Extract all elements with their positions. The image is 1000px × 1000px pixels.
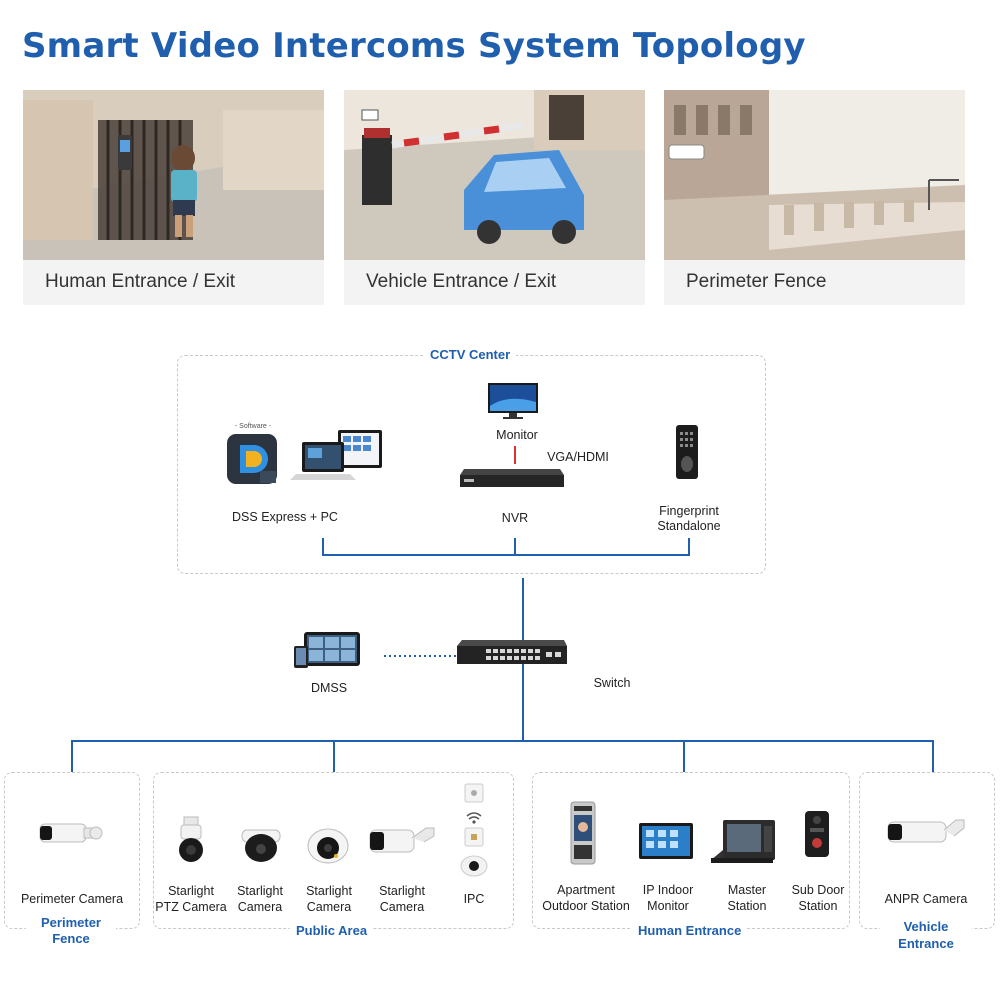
cctv-bus-line: [322, 554, 690, 556]
dome-camera-icon: [241, 829, 281, 862]
vehicle-entrance-title-2: Entrance: [880, 936, 972, 952]
starlight-camera-label-1: Starlight: [306, 884, 352, 898]
perimeter-fence-title-1: Perimeter: [26, 915, 116, 931]
outdoor-station-icon: [570, 801, 596, 865]
starlight-camera-label-2: Camera: [379, 900, 425, 914]
dmss-label: DMSS: [310, 681, 348, 695]
human-drop-line: [683, 740, 685, 772]
page-title: Smart Video Intercoms System Topology: [22, 26, 806, 66]
scene-vehicle-entrance: Vehicle Entrance / Exit: [344, 90, 645, 305]
master-station-label-1: Master: [727, 883, 767, 897]
scene-caption: Vehicle Entrance / Exit: [366, 271, 557, 292]
eyeball-camera-icon: [307, 828, 349, 864]
pc-laptop-icon: [290, 430, 382, 480]
scene-caption: Perimeter Fence: [686, 271, 827, 292]
fingerprint-label-2: Standalone: [657, 519, 721, 533]
perimeter-fence-box: [4, 772, 140, 929]
cctv-center-title: CCTV Center: [424, 347, 517, 363]
perimeter-camera-label: Perimeter Camera: [20, 892, 124, 906]
ptz-camera-icon: [179, 816, 203, 862]
perimeter-drop-line: [71, 740, 73, 772]
perimeter-fence-illustration: [664, 90, 965, 260]
starlight-camera-label-2: Camera: [237, 900, 283, 914]
human-entrance-illustration: [23, 90, 324, 260]
scene-human-entrance: Human Entrance / Exit: [23, 90, 324, 305]
sub-door-station-label-2: Station: [798, 899, 838, 913]
starlight-camera-label-1: Starlight: [237, 884, 283, 898]
ipc-cameras-icon: [460, 783, 488, 877]
dss-pc-label: DSS Express + PC: [232, 510, 338, 524]
outdoor-station-label-1: Apartment: [557, 883, 615, 897]
vehicle-entrance-box: [859, 772, 995, 929]
dss-drop-line: [322, 538, 324, 556]
monitor-icon: [488, 383, 538, 419]
indoor-monitor-icon: [639, 823, 693, 859]
outdoor-station-label-2: Outdoor Station: [542, 899, 630, 913]
dmss-devices-icon: [294, 632, 360, 668]
ipc-label: IPC: [463, 892, 485, 906]
starlight-camera-label-1: Starlight: [379, 884, 425, 898]
public-area-title: Public Area: [290, 923, 374, 939]
master-station-icon: [711, 820, 775, 863]
master-station-label-2: Station: [727, 899, 767, 913]
fingerprint-device-icon: [676, 425, 698, 479]
ptz-label-1: Starlight: [168, 884, 214, 898]
switch-icon: [457, 640, 567, 664]
indoor-monitor-label-2: Monitor: [647, 899, 689, 913]
starlight-camera-label-2: Camera: [306, 900, 352, 914]
vga-link-line: [514, 446, 516, 464]
fingerprint-drop-line: [688, 538, 690, 556]
vehicle-entrance-illustration: [344, 90, 645, 260]
human-entrance-title: Human Entrance: [632, 923, 748, 939]
monitor-label: Monitor: [496, 428, 538, 442]
perimeter-fence-title-2: Fence: [26, 931, 116, 947]
dss-software-icon: [227, 434, 277, 484]
vehicle-drop-line: [932, 740, 934, 772]
scene-caption: Human Entrance / Exit: [45, 271, 236, 292]
vga-hdmi-label: VGA/HDMI: [547, 450, 609, 464]
software-tag: - Software -: [234, 423, 272, 430]
dmss-wireless-link: [384, 655, 458, 657]
public-drop-line: [333, 740, 335, 772]
sub-door-station-icon: [805, 811, 829, 857]
bullet-camera-icon: [39, 823, 103, 843]
fingerprint-label-1: Fingerprint: [659, 504, 719, 518]
switch-label: Switch: [593, 676, 631, 690]
vehicle-entrance-title-1: Vehicle: [880, 919, 972, 935]
bullet-camera-icon: [369, 827, 435, 853]
distribution-bus-line: [71, 740, 934, 742]
anpr-camera-label: ANPR Camera: [884, 892, 968, 906]
anpr-camera-icon: [887, 819, 965, 843]
scene-perimeter-fence: Perimeter Fence: [664, 90, 965, 305]
nvr-icon: [460, 469, 564, 487]
sub-door-station-label-1: Sub Door: [791, 883, 845, 897]
indoor-monitor-label-1: IP Indoor: [642, 883, 694, 897]
nvr-label: NVR: [501, 511, 529, 525]
nvr-drop-line: [514, 538, 516, 556]
ptz-label-2: PTZ Camera: [155, 900, 227, 914]
